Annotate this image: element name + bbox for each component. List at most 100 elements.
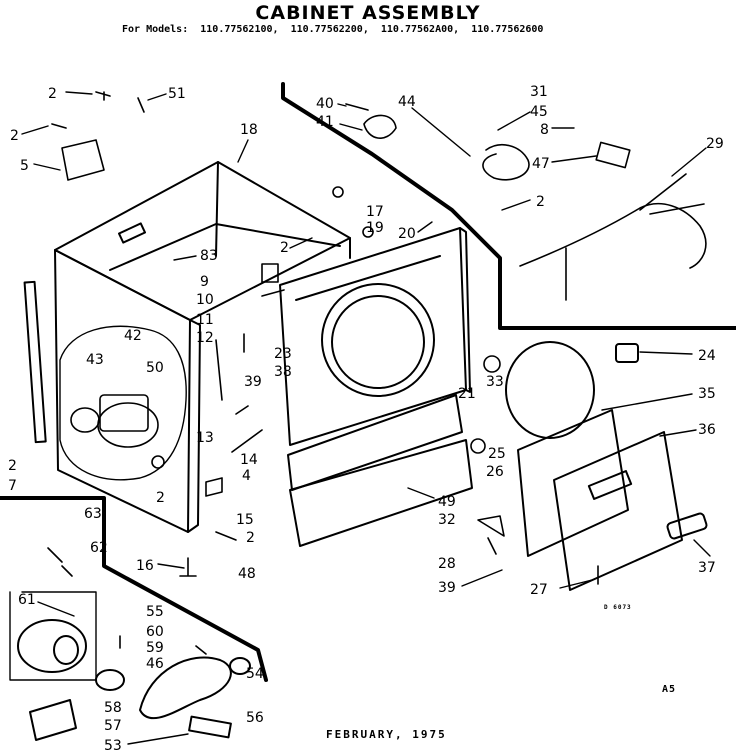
- callout-2a: 2: [48, 86, 57, 102]
- callout-32: 32: [438, 512, 456, 528]
- cabinet-slot: [118, 222, 146, 244]
- models-prefix: For Models:: [122, 24, 189, 35]
- callout-33: 33: [486, 374, 504, 390]
- idler-pulley: [95, 669, 125, 691]
- strap-14: [231, 429, 263, 453]
- leader-18: [237, 139, 249, 163]
- cabinet-body: [23, 161, 351, 533]
- callout-63: 63: [84, 506, 102, 522]
- panel-right-edge: [459, 227, 471, 393]
- separator-lines: [0, 82, 736, 682]
- callout-51: 51: [168, 86, 186, 102]
- callout-54: 54: [246, 666, 264, 682]
- page-code: A5: [662, 684, 677, 695]
- callout-45: 45: [530, 104, 548, 120]
- callout-47: 47: [532, 156, 550, 172]
- clip-63: [47, 547, 73, 577]
- blower-housing: [97, 402, 159, 448]
- terminal-block: [595, 141, 631, 169]
- screw-left: [51, 123, 67, 129]
- separator-upper-right: [281, 82, 736, 330]
- panel-flange: [295, 255, 441, 301]
- callout-48: 48: [238, 566, 256, 582]
- callout-18: 18: [240, 122, 258, 138]
- callout-43: 43: [86, 352, 104, 368]
- kick-panel: [289, 439, 473, 547]
- motor-body: [17, 619, 87, 673]
- clip-40: [345, 103, 369, 111]
- callout-57: 57: [104, 718, 122, 734]
- blower-components: [70, 394, 165, 469]
- diagram-number: D 6073: [604, 604, 632, 611]
- leader-35: [601, 393, 693, 411]
- leader-44: [411, 107, 471, 157]
- callout-19: 19: [366, 220, 384, 236]
- motor-endbell: [53, 635, 79, 665]
- grommet-19: [362, 226, 374, 238]
- cabinet-right-edge: [187, 319, 201, 533]
- callout-2g: 2: [246, 530, 255, 546]
- callout-2e: 2: [8, 458, 17, 474]
- drive-belt: [139, 656, 232, 720]
- callout-39b: 39: [438, 580, 456, 596]
- callout-35: 35: [698, 386, 716, 402]
- drum-pulley: [229, 657, 251, 675]
- heater-box: [99, 394, 149, 432]
- cabinet-left-side: [54, 249, 191, 533]
- callout-53: 53: [104, 738, 122, 754]
- callout-10: 10: [196, 292, 214, 308]
- front-panel: [279, 227, 471, 446]
- leader-41: [339, 123, 363, 131]
- callout-2d: 2: [280, 240, 289, 256]
- callout-8: 8: [540, 122, 549, 138]
- callout-39a: 39: [244, 374, 262, 390]
- callout-23: 23: [274, 346, 292, 362]
- door-assembly: [505, 341, 708, 591]
- callout-49: 49: [438, 494, 456, 510]
- drum-opening: [321, 283, 435, 397]
- motor-assembly: [9, 591, 251, 741]
- leader-45: [497, 111, 531, 131]
- leader-2c: [501, 199, 531, 211]
- callout-20: 20: [398, 226, 416, 242]
- screw-top-left: [95, 91, 111, 101]
- leader-2d: [289, 237, 313, 249]
- leader-47: [551, 155, 597, 163]
- toe-panel: [287, 394, 473, 547]
- leader-lines: [21, 91, 711, 745]
- callout-2f: 2: [156, 490, 165, 506]
- leader-2b: [21, 125, 49, 135]
- callout-40: 40: [316, 96, 334, 112]
- door-seal: [505, 341, 595, 439]
- callout-38: 38: [274, 364, 292, 380]
- leader-39b: [461, 569, 503, 587]
- callout-42: 42: [124, 328, 142, 344]
- leader-27: [559, 579, 593, 589]
- leader-29: [671, 147, 707, 177]
- callout-83: 83: [200, 248, 218, 264]
- callout-25: 25: [488, 446, 506, 462]
- rod-12: [215, 339, 223, 401]
- leader-40: [337, 103, 347, 107]
- grommet-17: [332, 186, 344, 198]
- leader-53: [127, 733, 189, 745]
- seal-25: [470, 438, 486, 454]
- callout-41: 41: [316, 114, 334, 130]
- callout-11: 11: [196, 312, 214, 328]
- leader-37: [693, 539, 711, 557]
- callout-12: 12: [196, 330, 214, 346]
- callout-15: 15: [236, 512, 254, 528]
- blower-wheel: [70, 407, 100, 433]
- callout-56: 56: [246, 710, 264, 726]
- cabinet-back-edge: [215, 161, 219, 257]
- callout-24: 24: [698, 348, 716, 364]
- callout-28: 28: [438, 556, 456, 572]
- leader-20: [417, 221, 433, 233]
- callout-58: 58: [104, 700, 122, 716]
- belt-switch: [188, 715, 232, 739]
- callout-7: 7: [8, 478, 17, 494]
- callout-14: 14: [240, 452, 258, 468]
- harness-branch-c: [649, 203, 705, 215]
- leader-16: [157, 563, 185, 569]
